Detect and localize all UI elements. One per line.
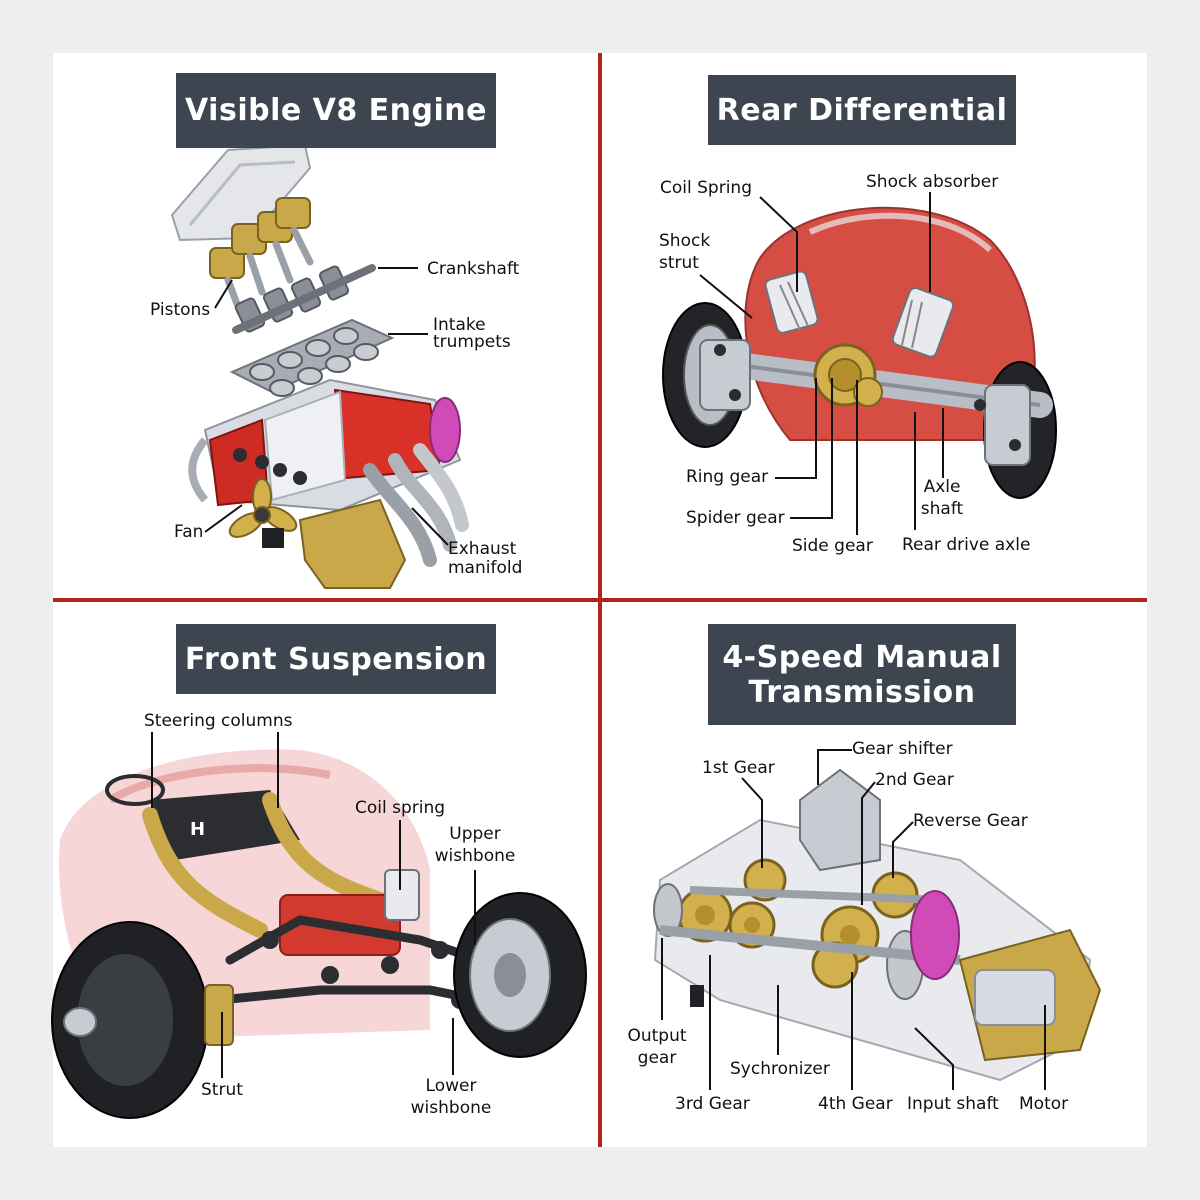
suspension-title: Front Suspension xyxy=(176,624,496,694)
label-strut: Strut xyxy=(201,1080,243,1100)
label-steering-columns: Steering columns xyxy=(144,711,293,731)
label-ring-gear: Ring gear xyxy=(686,467,769,487)
label-first-gear: 1st Gear xyxy=(702,758,775,778)
transmission-title: 4-Speed Manual Transmission xyxy=(708,624,1016,725)
leader-lines xyxy=(151,192,1046,1090)
rear-differential-illustration xyxy=(662,206,1057,499)
label-side-gear: Side gear xyxy=(792,536,873,556)
label-axle-shaft-line2: shaft xyxy=(920,499,964,519)
engine-title: Visible V8 Engine xyxy=(176,73,496,148)
label-fourth-gear: 4th Gear xyxy=(818,1094,893,1114)
label-upper-wishbone-line1: Upper xyxy=(449,824,501,844)
label-reverse-gear: Reverse Gear xyxy=(913,811,1028,831)
label-intake-line2: trumpets xyxy=(433,332,511,352)
label-output-gear: Output gear xyxy=(622,1025,692,1069)
v8-engine-illustration xyxy=(170,143,469,589)
label-output-gear-line2: gear xyxy=(637,1048,677,1068)
label-motor: Motor xyxy=(1019,1094,1069,1114)
label-coil-spring-front: Coil spring xyxy=(355,798,446,818)
label-exhaust-line1: Exhaust xyxy=(448,539,517,559)
front-suspension-illustration: H xyxy=(51,749,587,1119)
label-lower-wishbone-line2: wishbone xyxy=(410,1098,492,1118)
label-coil-spring: Coil Spring xyxy=(660,178,752,198)
label-shock-absorber: Shock absorber xyxy=(866,172,999,192)
label-axle-shaft-line1: Axle xyxy=(923,477,961,497)
label-intake-trumpets: Intake trumpets xyxy=(433,317,511,351)
label-output-gear-line1: Output xyxy=(627,1026,687,1046)
label-spider-gear: Spider gear xyxy=(686,508,785,528)
transmission-title-line1: 4-Speed Manual xyxy=(722,639,1002,675)
label-synchronizer: Sychronizer xyxy=(730,1059,830,1079)
label-exhaust-manifold: Exhaust manifold xyxy=(448,540,522,578)
svg-text:H: H xyxy=(190,819,205,840)
label-axle-shaft: Axle shaft xyxy=(917,476,967,520)
horizontal-divider xyxy=(53,598,1147,602)
label-gear-shifter: Gear shifter xyxy=(852,739,953,759)
label-upper-wishbone-line2: wishbone xyxy=(434,846,516,866)
label-shock-strut-line2: strut xyxy=(659,253,699,273)
differential-title: Rear Differential xyxy=(708,75,1016,145)
transmission-illustration xyxy=(653,768,1102,1082)
label-intake-line1: Intake xyxy=(433,315,486,335)
label-shock-strut: Shock strut xyxy=(659,230,710,274)
label-upper-wishbone: Upper wishbone xyxy=(430,823,520,867)
label-lower-wishbone: Lower wishbone xyxy=(405,1075,497,1119)
label-input-shaft: Input shaft xyxy=(907,1094,999,1114)
label-fan: Fan xyxy=(174,522,204,542)
label-shock-strut-line1: Shock xyxy=(659,231,711,251)
label-third-gear: 3rd Gear xyxy=(675,1094,750,1114)
label-crankshaft: Crankshaft xyxy=(427,259,520,279)
label-exhaust-line2: manifold xyxy=(448,558,523,578)
label-pistons: Pistons xyxy=(150,300,211,320)
label-lower-wishbone-line1: Lower xyxy=(425,1076,477,1096)
transmission-title-line2: Transmission xyxy=(748,674,976,710)
label-second-gear: 2nd Gear xyxy=(875,770,954,790)
label-rear-drive-axle: Rear drive axle xyxy=(902,535,1031,555)
